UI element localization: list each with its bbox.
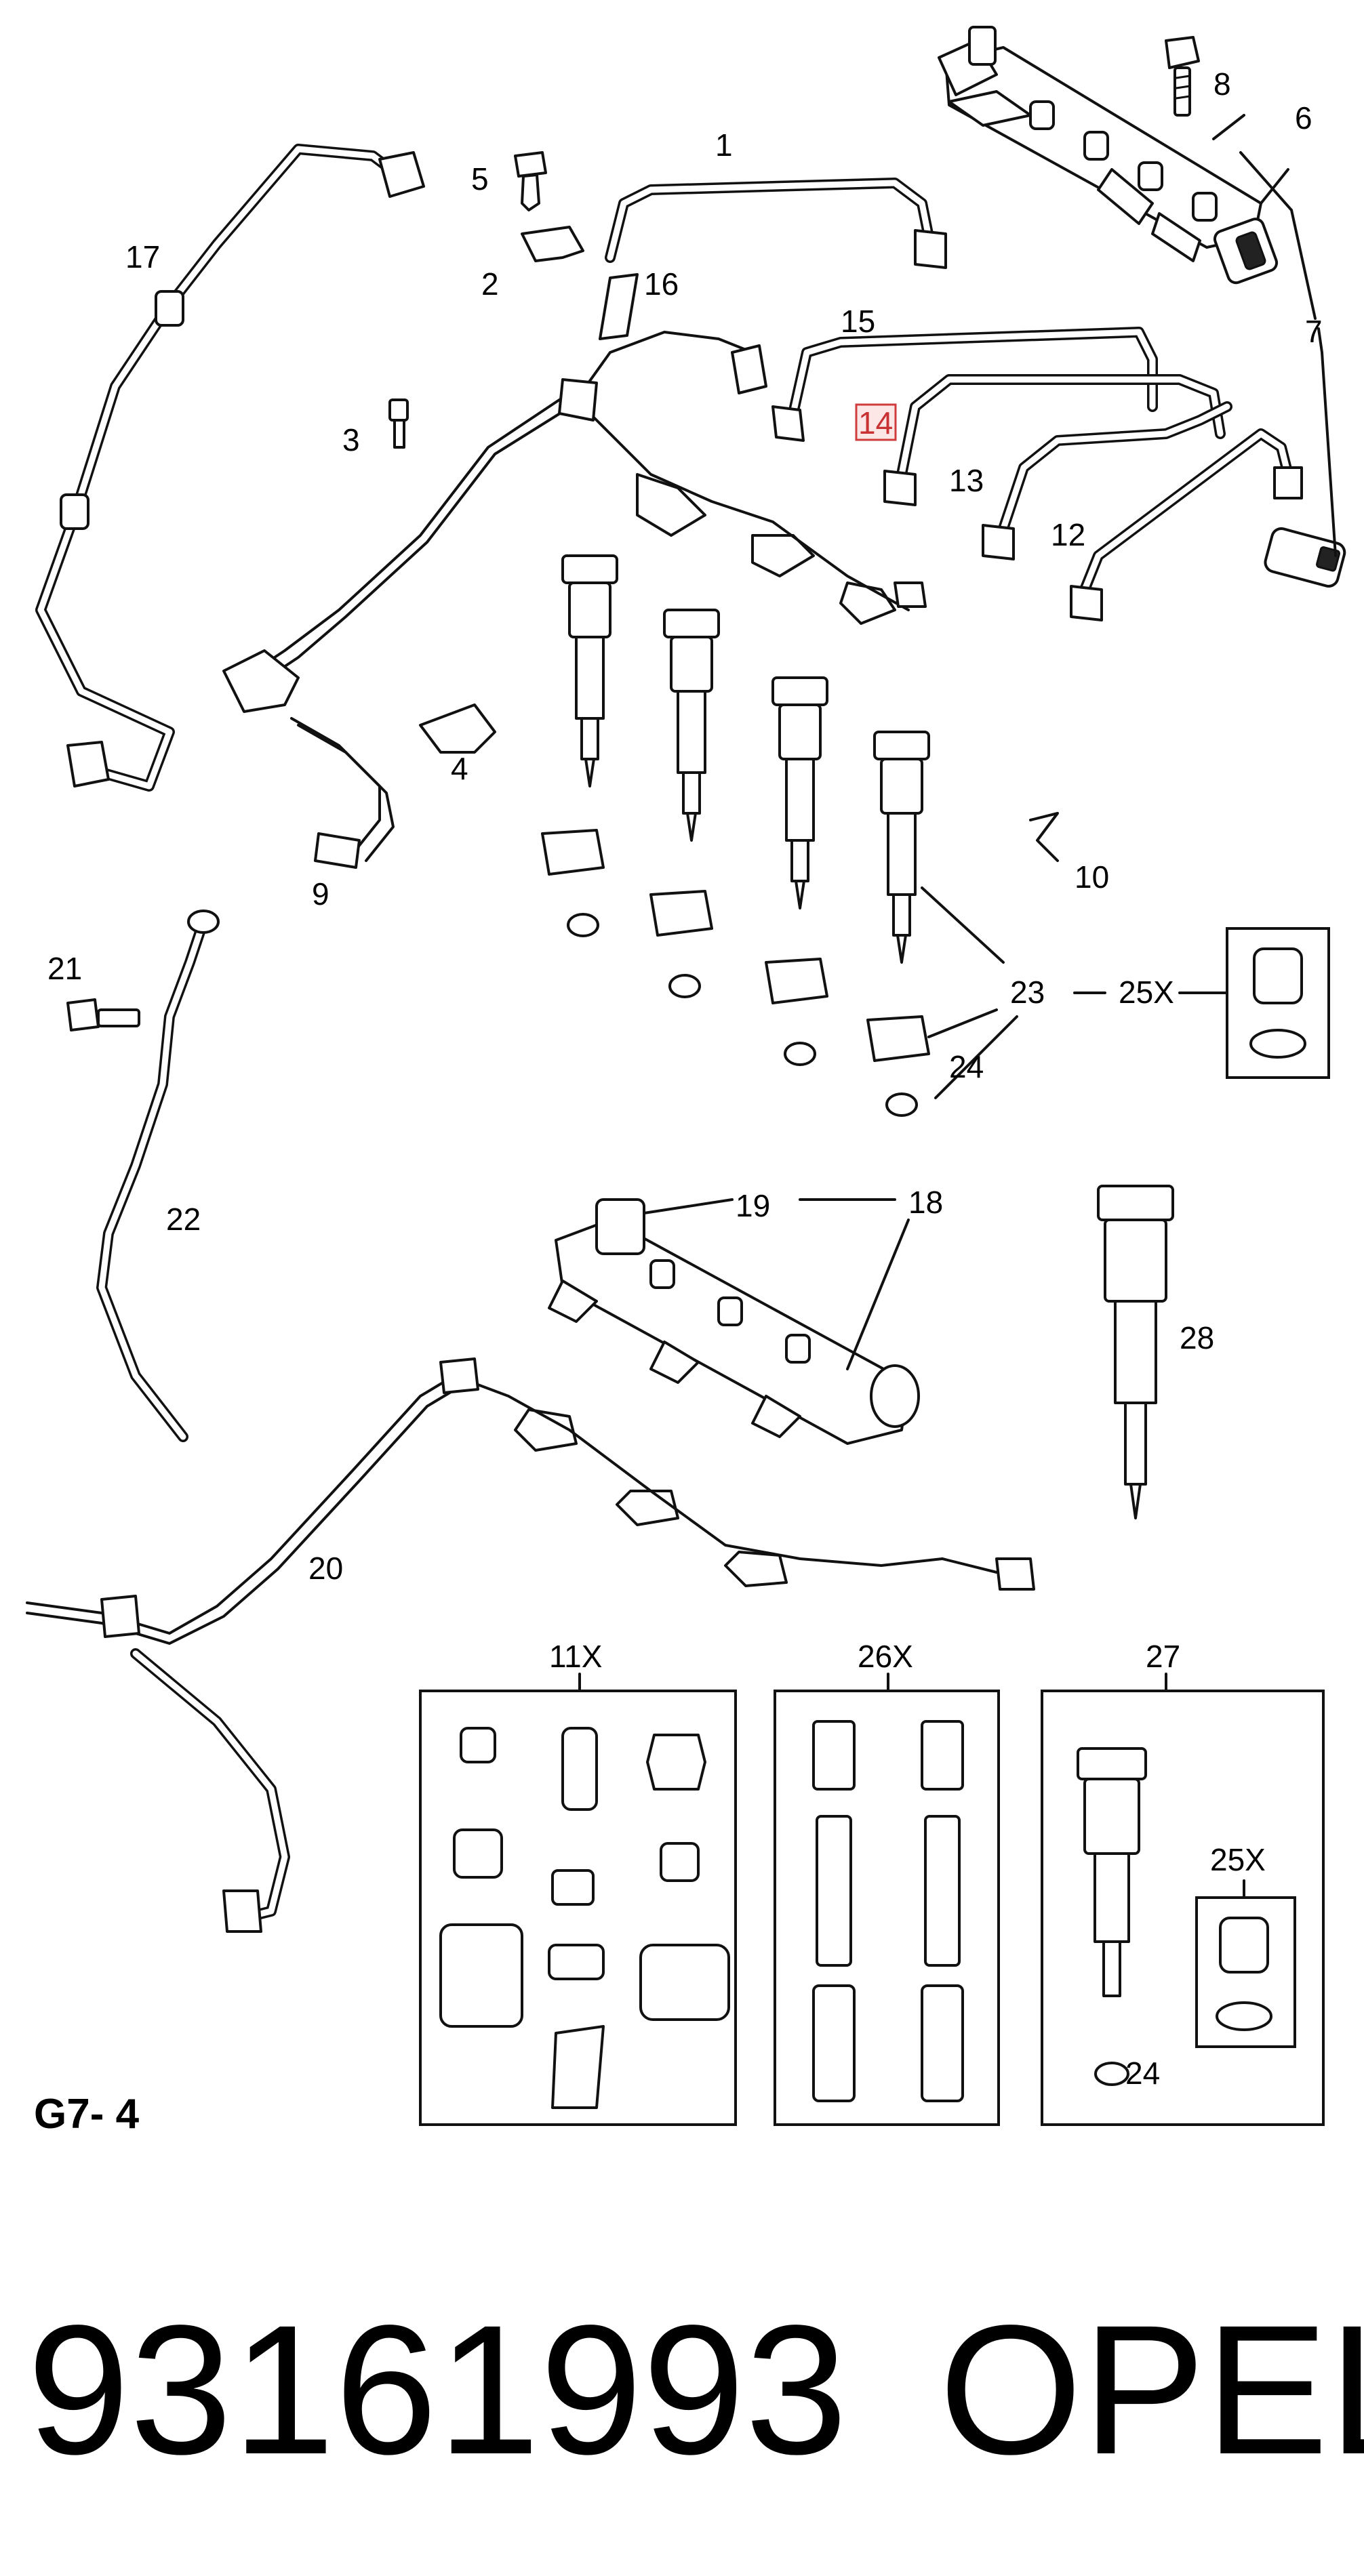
- callout-28: 28: [1180, 1320, 1214, 1355]
- callout-3: 3: [342, 422, 360, 457]
- callout-9: 9: [312, 876, 329, 912]
- callout-20: 20: [308, 1551, 343, 1586]
- callout-14: 14: [858, 405, 893, 441]
- callout-13: 13: [949, 463, 984, 498]
- injector-28: [1097, 1185, 1174, 1519]
- harness-20: [26, 1357, 1035, 1933]
- kit-26x-box: [774, 1673, 1000, 2126]
- callout-12: 12: [1051, 517, 1085, 552]
- diagram-reference: G7- 4: [34, 2091, 140, 2138]
- callout-labels: 1 2 3 4 5 6 7 8 9 10 12 13 14 15 16 17 1…: [47, 66, 1323, 2091]
- part-number: 93161993: [27, 2287, 847, 2493]
- kit-11x-box: [419, 1673, 737, 2126]
- injectors-23: [561, 554, 930, 964]
- callout-15: 15: [841, 304, 875, 339]
- callout-26x: 26X: [858, 1639, 913, 1674]
- callout-5: 5: [471, 161, 489, 197]
- callout-21: 21: [47, 951, 82, 986]
- callout-7: 7: [1305, 314, 1323, 349]
- callout-1: 1: [715, 127, 733, 163]
- callout-22: 22: [166, 1202, 201, 1237]
- fuel-rail-18: [548, 1198, 920, 1445]
- kit-27-box: [1041, 1673, 1325, 2126]
- fuel-rail-top: [938, 26, 1279, 285]
- callout-27: 27: [1146, 1639, 1180, 1674]
- callout-25x-b: 25X: [1210, 1842, 1266, 1877]
- callout-24a: 24: [949, 1049, 984, 1084]
- highlight-box-14: [855, 403, 897, 441]
- kit-25x-box: [1073, 927, 1330, 1079]
- callout-2: 2: [481, 266, 499, 302]
- callout-4: 4: [451, 751, 468, 786]
- callout-8: 8: [1213, 66, 1231, 102]
- callout-23: 23: [1010, 975, 1045, 1010]
- callout-24b: 24: [1125, 2056, 1160, 2091]
- high-pressure-pipes: [35, 144, 1303, 792]
- callout-25x-a: 25X: [1119, 975, 1174, 1010]
- callout-16: 16: [644, 266, 679, 302]
- pressure-sensor-7: [1264, 527, 1346, 588]
- callout-11x: 11X: [549, 1639, 602, 1674]
- callout-10: 10: [1075, 859, 1109, 895]
- small-parts-top: [388, 151, 639, 754]
- callout-6: 6: [1295, 100, 1312, 136]
- callout-17: 17: [125, 239, 160, 274]
- brand-name: OPEL: [939, 2287, 1364, 2493]
- wiring-harness-top: [222, 331, 927, 869]
- callout-18: 18: [908, 1185, 943, 1220]
- callout-19: 19: [736, 1188, 770, 1223]
- bolt-8: [1165, 36, 1200, 117]
- injector-seals: [541, 812, 1059, 1117]
- pipe-22: [66, 909, 220, 1442]
